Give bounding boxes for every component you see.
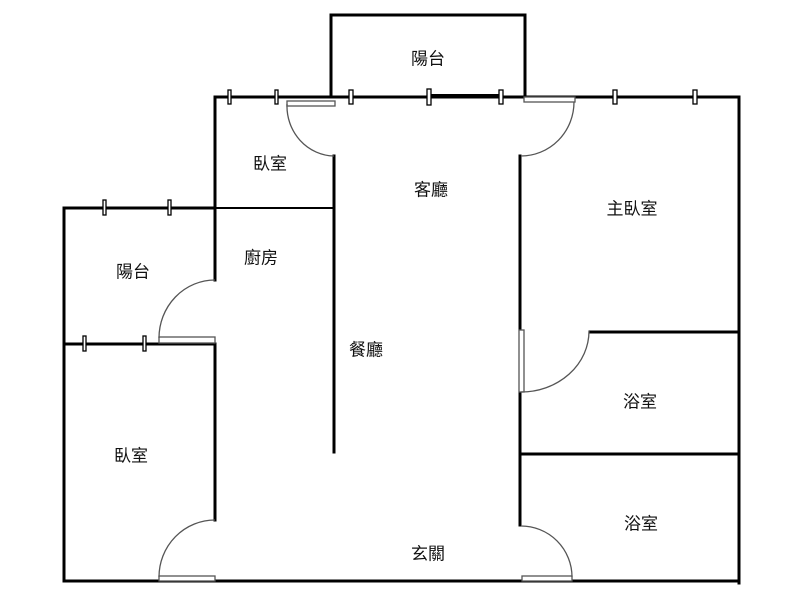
door-leaf (518, 329, 525, 393)
room-label-entrance: 玄關 (411, 544, 445, 565)
door-leaf (286, 100, 336, 107)
room-label-living-room: 客廳 (414, 180, 448, 201)
room-label-bedroom-small: 臥室 (253, 154, 287, 175)
window (82, 335, 87, 352)
room-label-master-bedroom: 主臥室 (606, 199, 658, 220)
room-label-bedroom-left: 臥室 (114, 446, 148, 467)
window (167, 199, 172, 216)
window (498, 89, 504, 105)
door-swing (158, 519, 216, 578)
door-swing (520, 330, 590, 393)
door-leaf (523, 96, 576, 103)
window (142, 335, 147, 352)
room-label-balcony-left: 陽台 (116, 262, 150, 283)
door-swing (520, 101, 575, 157)
room-label-kitchen: 廚房 (244, 248, 278, 269)
room-label-bathroom-2: 浴室 (624, 514, 658, 535)
window (348, 89, 354, 105)
room-label-balcony-top: 陽台 (411, 49, 445, 70)
door-swing (286, 103, 335, 157)
window (102, 199, 107, 216)
door-leaf (158, 575, 216, 582)
window (426, 88, 432, 106)
door-swing (520, 525, 573, 578)
window (692, 89, 698, 105)
wall-balcony-top (329, 13, 527, 99)
door-leaf (158, 336, 216, 344)
window (227, 89, 232, 105)
room-label-dining-room: 餐廳 (349, 340, 383, 361)
window (274, 89, 279, 105)
door-swing (158, 279, 216, 339)
room-label-bathroom-1: 浴室 (623, 392, 657, 413)
window (612, 89, 618, 105)
door-leaf (521, 575, 573, 582)
